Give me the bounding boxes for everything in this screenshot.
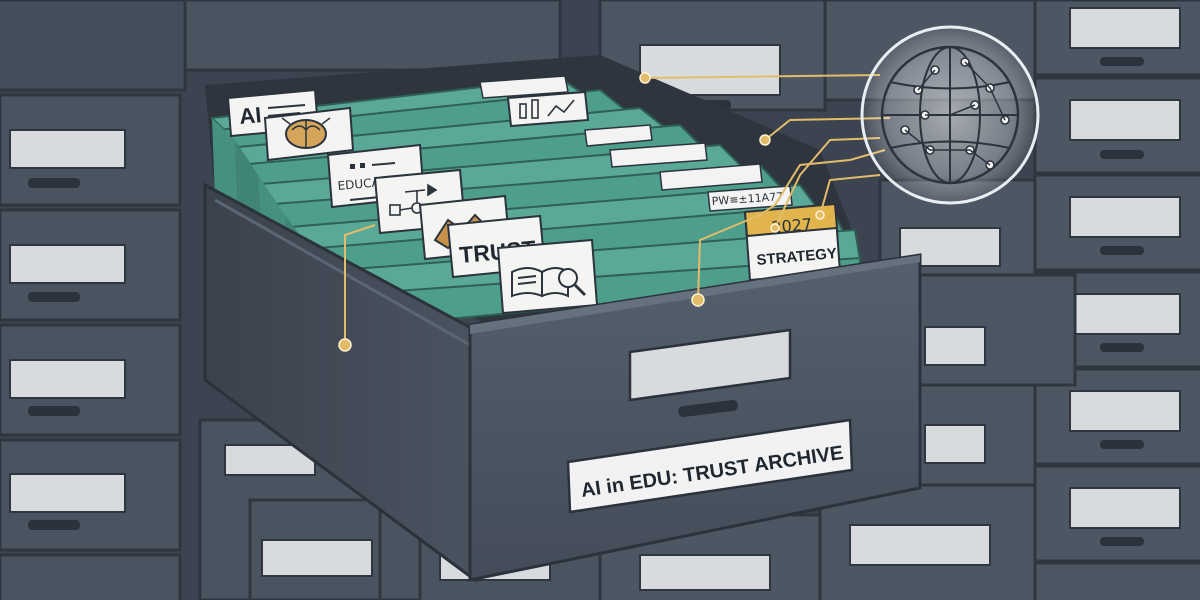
tab-strategy: 2027 STRATEGY: [743, 202, 842, 282]
flowchart-icon: [389, 183, 438, 216]
tab-brain: [263, 106, 355, 162]
tab-bar-chart: [506, 90, 590, 128]
brain-icon: [281, 117, 331, 149]
drawer-nameplate: [628, 328, 792, 402]
connector-dots: [338, 72, 825, 352]
network-connectors: [344, 74, 891, 345]
tab-year-label: 2027: [771, 215, 813, 237]
tab-ai-label: AI: [238, 102, 262, 129]
book-magnifier-icon: [511, 267, 587, 298]
right-cabinet-drawers: [598, 0, 1200, 600]
globe-circuit-icon: [860, 25, 1040, 205]
tab-book: [496, 238, 599, 315]
drawer-handle: [678, 399, 738, 418]
left-cabinet-drawers: [0, 0, 562, 600]
bar-chart-icon: [519, 99, 575, 119]
tab-strategy-label: STRATEGY: [756, 245, 838, 269]
archive-label-plate: [566, 418, 854, 514]
back-folder-tabs: PW≡±11A77: [479, 75, 793, 212]
code-tab-label: PW≡±11A77: [711, 190, 783, 208]
